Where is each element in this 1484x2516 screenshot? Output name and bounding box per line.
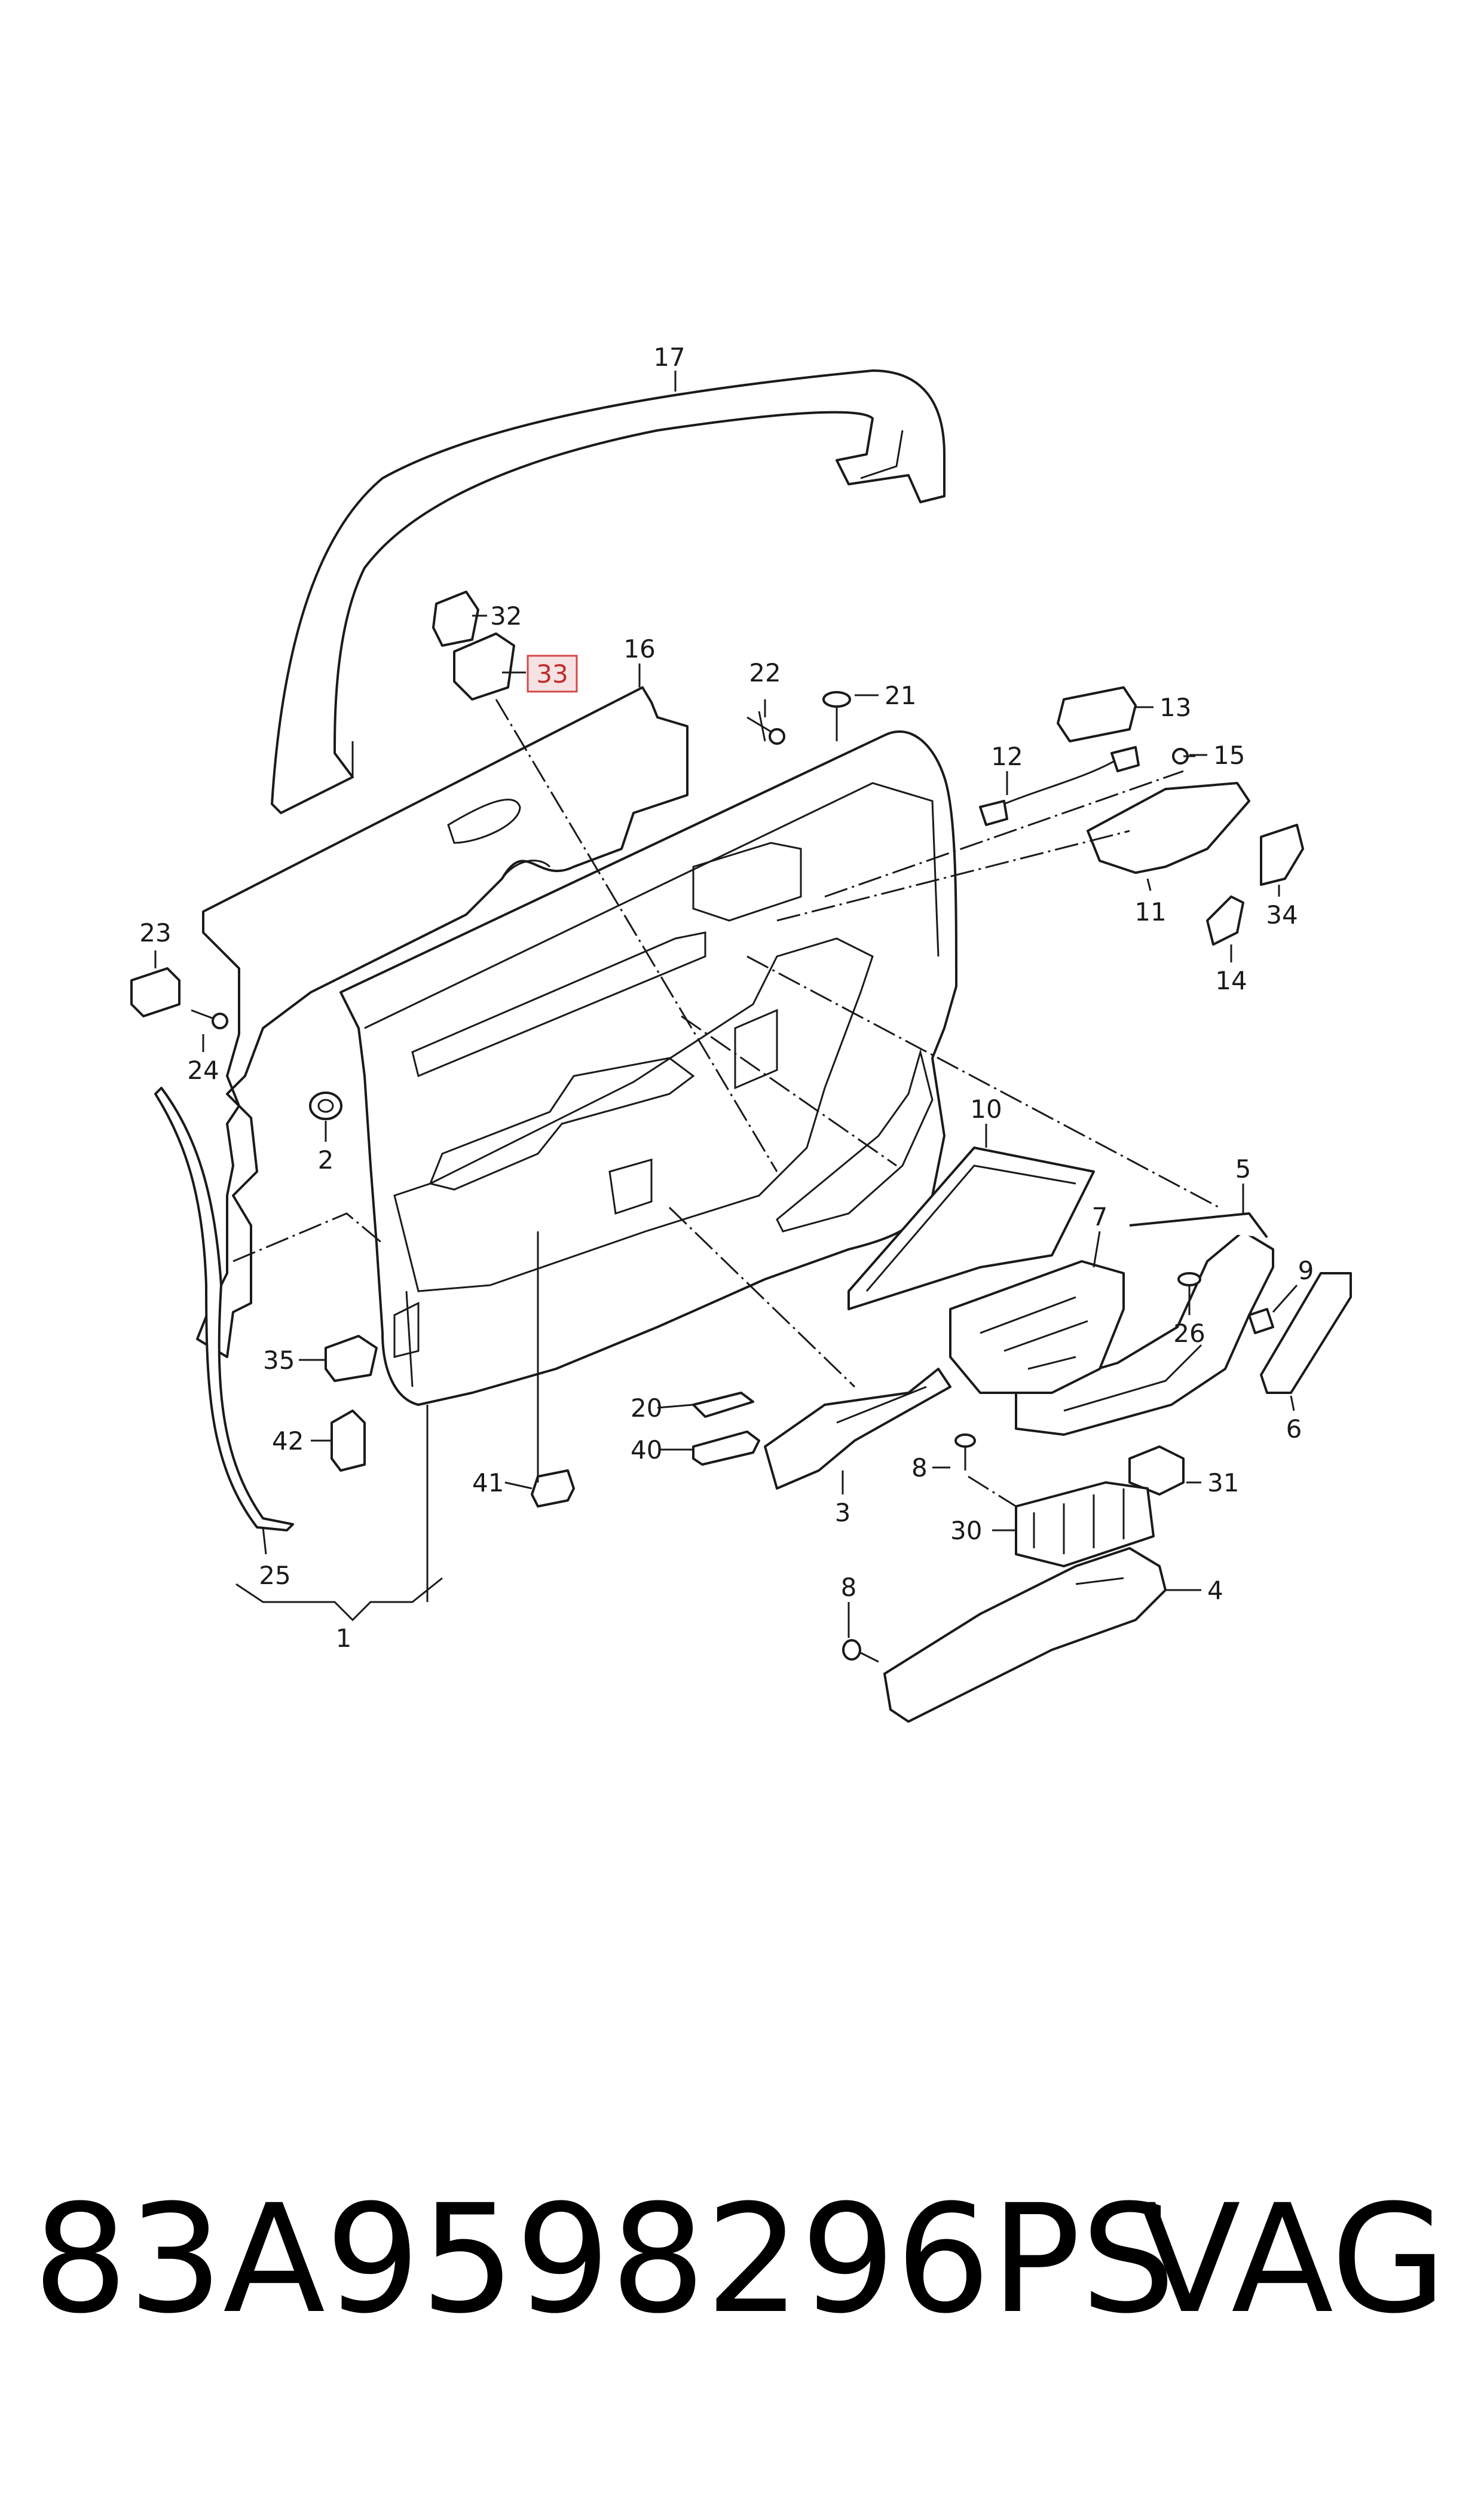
label-1: 1	[336, 1624, 352, 1653]
callout-labels: 17 32 33 16 22 21 13 15 12 11 34 14 23 2…	[139, 343, 1314, 1653]
part-23-bracket	[130, 967, 180, 1017]
label-30: 30	[950, 1516, 982, 1545]
part-4-armrest	[883, 1547, 1167, 1723]
label-14: 14	[1215, 966, 1247, 995]
parts-diagram: 17 32 33 16 22 21 13 15 12 11 34 14 23 2…	[130, 343, 1352, 1723]
part-41-clip	[531, 1469, 575, 1508]
part-34-cover	[1260, 824, 1304, 886]
leader-lines	[154, 371, 1298, 1638]
label-9: 9	[1298, 1256, 1314, 1285]
label-32: 32	[490, 601, 522, 631]
part-24-screw	[191, 1009, 228, 1029]
label-17: 17	[653, 343, 685, 372]
part-14-cap	[1206, 895, 1244, 946]
label-33: 33	[536, 659, 568, 689]
part-40-pad	[692, 1430, 760, 1466]
label-10: 10	[970, 1095, 1002, 1124]
part-15-screw	[1172, 748, 1195, 765]
part-17-window-frame-trim	[271, 369, 946, 814]
label-15: 15	[1213, 741, 1245, 770]
label-3: 3	[835, 1498, 851, 1527]
part-9-clip	[1248, 1308, 1274, 1334]
label-2: 2	[318, 1145, 334, 1175]
label-20: 20	[631, 1393, 662, 1423]
label-6: 6	[1286, 1414, 1302, 1444]
part-number-footer: 83A9598296PS VAG	[33, 2182, 1455, 2337]
part-31-knob	[1128, 1445, 1185, 1496]
assembly-lines	[232, 699, 1220, 1508]
brand-name: VAG	[1139, 2172, 1447, 2346]
part-10-triangle-trim	[847, 1147, 1095, 1310]
part-7-switch-carrier	[949, 1260, 1125, 1394]
label-11: 11	[1134, 897, 1166, 927]
part-21-clip	[822, 691, 851, 741]
part-35-switch	[325, 1335, 378, 1382]
label-25: 25	[259, 1561, 290, 1590]
part-20-pad	[692, 1392, 754, 1418]
label-4: 4	[1207, 1576, 1223, 1605]
part-12-cable	[979, 746, 1140, 826]
label-42: 42	[272, 1426, 304, 1456]
label-40: 40	[631, 1435, 662, 1465]
label-16: 16	[623, 634, 655, 664]
part-6-side-strip	[1260, 1272, 1352, 1394]
part-8-screw-a	[954, 1433, 976, 1471]
part-2-grommet	[309, 1092, 342, 1120]
label-7: 7	[1092, 1202, 1108, 1231]
label-41: 41	[472, 1468, 504, 1497]
part-26-screw	[1177, 1272, 1201, 1309]
label-33-highlight	[527, 655, 578, 693]
part-33-switch	[453, 632, 515, 701]
part-32-cap	[432, 591, 479, 647]
label-13: 13	[1159, 693, 1191, 722]
label-23: 23	[139, 918, 171, 947]
part-number: 83A9598296PS	[33, 2172, 1176, 2346]
label-8-upper: 8	[911, 1453, 928, 1482]
label-24: 24	[187, 1056, 219, 1085]
part-22-stud	[746, 711, 785, 745]
part-16-insulation-panel	[196, 686, 689, 1358]
label-22: 22	[749, 658, 781, 687]
label-12: 12	[991, 742, 1023, 771]
part-5-armrest-frame	[1015, 1212, 1274, 1436]
part-25-seal-strip	[154, 1087, 294, 1531]
label-26: 26	[1173, 1319, 1205, 1348]
part-30-window-switch	[1015, 1481, 1155, 1567]
part-11-handle-bracket	[1087, 782, 1250, 874]
label-31: 31	[1207, 1468, 1239, 1497]
label-21: 21	[885, 681, 916, 710]
label-8-lower: 8	[841, 1573, 857, 1602]
part-8-screw-b	[842, 1639, 879, 1663]
label-34: 34	[1266, 900, 1298, 930]
part-3-lower-trim	[764, 1368, 951, 1490]
part-1-door-trim-panel	[339, 730, 957, 1406]
label-35: 35	[263, 1346, 295, 1375]
part-13-module	[1057, 686, 1137, 742]
part-42-cover	[331, 1410, 366, 1472]
label-5: 5	[1235, 1154, 1252, 1184]
